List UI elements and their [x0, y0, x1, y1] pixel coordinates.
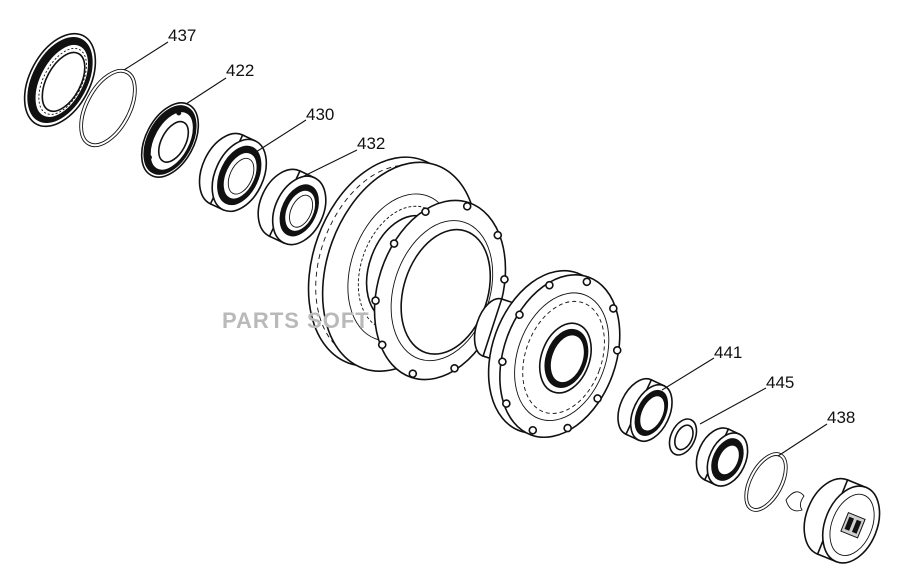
- leader-438: [777, 423, 828, 457]
- callout-422: 422: [226, 61, 254, 80]
- callout-labels: 437 422 430 432 441 445 438: [168, 26, 855, 427]
- part-hub-cap: [803, 477, 881, 564]
- part-bearing-441: [617, 378, 673, 442]
- callout-430: 430: [306, 105, 334, 124]
- leader-422: [185, 77, 227, 105]
- part-axle-nut: [695, 427, 749, 487]
- callout-438: 438: [827, 408, 855, 427]
- part-outer-bearing: [198, 132, 268, 213]
- leader-lines: [123, 41, 828, 457]
- leader-441: [661, 357, 715, 391]
- part-oil-seal: [23, 32, 97, 128]
- watermark: PARTS SOFT: [222, 308, 370, 333]
- callout-441: 441: [714, 343, 742, 362]
- part-retaining-plate: [140, 102, 200, 178]
- part-snap-ring-left: [79, 68, 137, 148]
- part-bearing-ring: [257, 168, 327, 246]
- callout-432: 432: [357, 134, 385, 153]
- callout-437: 437: [168, 26, 196, 45]
- part-wheel-hub: [487, 269, 622, 439]
- leader-437: [123, 41, 169, 71]
- part-washer-445: [668, 418, 698, 456]
- part-lock-clip: [785, 491, 805, 512]
- part-disc-flange: [371, 199, 509, 381]
- leader-445: [699, 387, 767, 425]
- callout-445: 445: [766, 373, 794, 392]
- leader-430: [255, 119, 307, 153]
- leader-432: [299, 149, 358, 179]
